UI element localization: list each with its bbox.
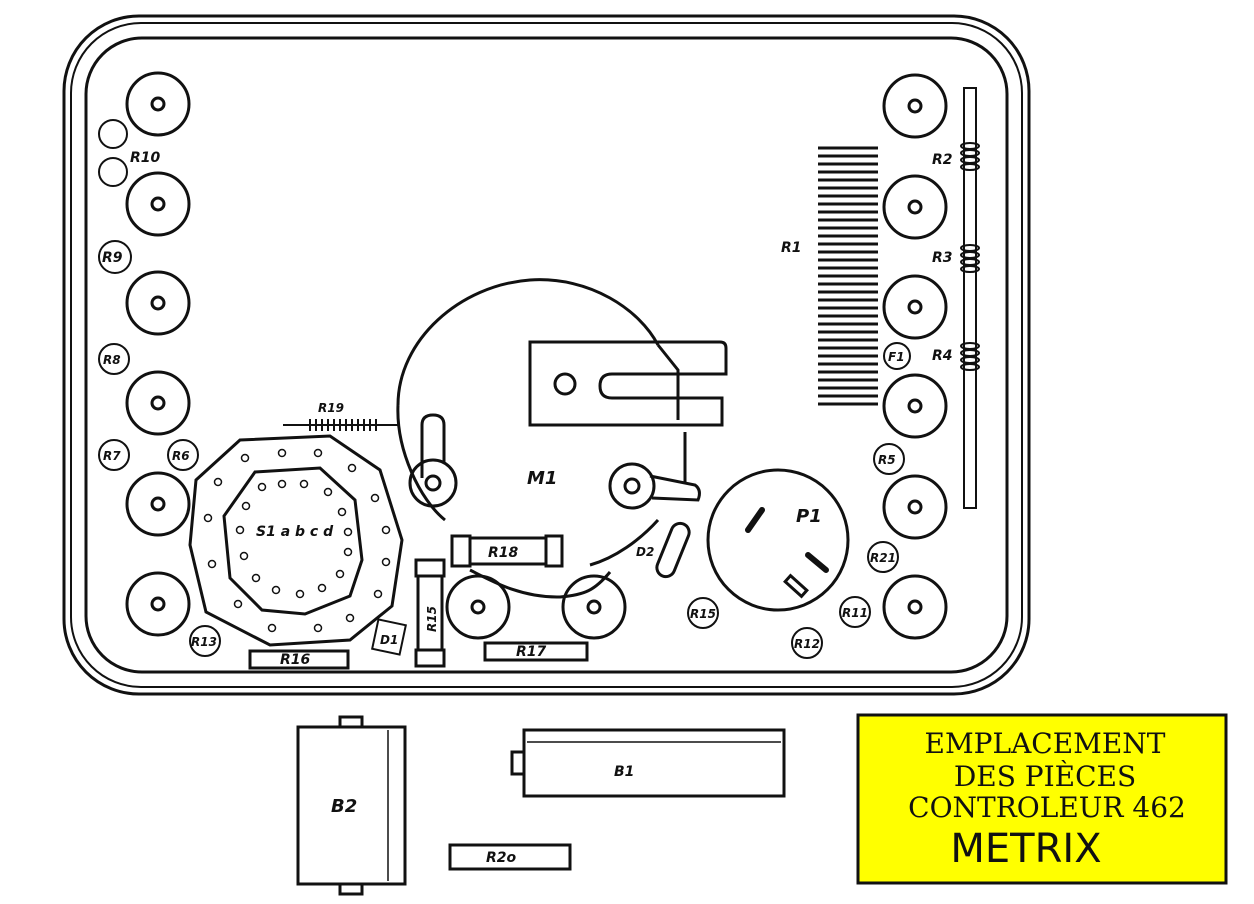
- title-line-2: DES PIÈCES: [954, 760, 1136, 793]
- label-r6: R6: [172, 449, 190, 463]
- terminal-socket: [882, 73, 948, 139]
- terminal-socket: [882, 174, 948, 240]
- label-r17: R17: [516, 644, 547, 660]
- terminal-socket: [882, 474, 948, 540]
- coil-r3: [960, 244, 980, 273]
- b2-battery: [296, 715, 407, 896]
- title-block: EMPLACEMENT DES PIÈCES CONTROLEUR 462 ME…: [856, 713, 1228, 885]
- title-line-1: EMPLACEMENT: [925, 727, 1166, 760]
- label-r16: R16: [280, 652, 311, 668]
- label-r10: R10: [130, 150, 161, 166]
- label-r18: R18: [488, 545, 519, 561]
- label-r9: R9: [102, 250, 123, 266]
- label-b1: B1: [614, 764, 634, 780]
- s1-rotary-switch: [188, 434, 404, 647]
- label-m1: M1: [527, 468, 557, 489]
- label-r20: R2o: [486, 850, 517, 866]
- label-r15-resistor: R15: [425, 606, 439, 632]
- r15-resistor: [414, 558, 446, 668]
- label-d1: D1: [380, 633, 398, 647]
- terminal-socket: [125, 370, 191, 436]
- left-terminals: [125, 71, 191, 637]
- center-sockets: [445, 574, 627, 640]
- d2-diode: [655, 521, 691, 579]
- label-s1: S1 a b c d: [256, 524, 334, 540]
- s1-contacts: [203, 448, 391, 633]
- r19-resistor: [283, 419, 400, 431]
- label-b2: B2: [331, 796, 357, 817]
- coil-r4: [960, 342, 980, 371]
- label-r3: R3: [932, 250, 953, 266]
- terminal-socket: [882, 274, 948, 340]
- r2-r3-r4-rod: [960, 87, 980, 509]
- r18-resistor: [450, 534, 564, 568]
- b1-battery: [510, 728, 786, 798]
- label-p1: P1: [796, 506, 822, 527]
- label-r13: R13: [191, 635, 217, 649]
- terminal-socket: [882, 373, 948, 439]
- d1-diode: [371, 618, 407, 656]
- coil-r2: [960, 142, 980, 171]
- m1-meter-movement: [396, 278, 728, 599]
- label-r11: R11: [842, 606, 868, 620]
- label-r5: R5: [878, 453, 896, 467]
- terminal-socket: [882, 574, 948, 640]
- label-f1: F1: [888, 350, 905, 364]
- label-r4: R4: [932, 348, 953, 364]
- r20-resistor: [448, 843, 572, 871]
- terminal-socket: [125, 171, 191, 237]
- terminal-socket: [125, 471, 191, 537]
- p1-potentiometer: [706, 468, 850, 612]
- r10-component: [98, 119, 128, 187]
- label-d2: D2: [636, 545, 654, 559]
- terminal-socket: [125, 71, 191, 137]
- small-circle-components: [98, 240, 911, 659]
- label-r15-circle: R15: [690, 607, 716, 621]
- label-r21: R21: [870, 551, 896, 565]
- terminal-socket: [125, 571, 191, 637]
- label-r12: R12: [794, 637, 820, 651]
- case-outline: [62, 14, 1031, 696]
- label-r8: R8: [103, 353, 121, 367]
- label-r1: R1: [781, 240, 802, 256]
- terminal-socket: [125, 270, 191, 336]
- label-r19: R19: [318, 401, 344, 415]
- title-line-3: CONTROLEUR 462: [908, 791, 1186, 824]
- title-block-frame: [856, 713, 1228, 885]
- p1-wiper-lug: [783, 573, 809, 599]
- label-r7: R7: [103, 449, 121, 463]
- right-terminals: [882, 73, 948, 640]
- p1-lugs: [745, 507, 829, 573]
- r16-resistor: [248, 649, 350, 670]
- r17-resistor: [483, 641, 589, 662]
- label-r2: R2: [932, 152, 953, 168]
- brand-name: METRIX: [950, 826, 1101, 872]
- r1-resistor-bank: [818, 146, 878, 406]
